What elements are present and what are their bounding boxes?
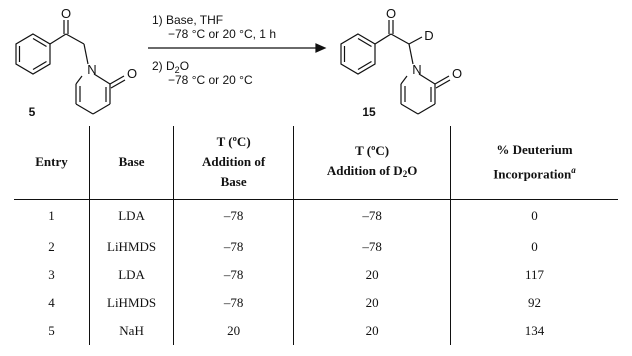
cell-deuterium-pct: 117 — [449, 261, 618, 289]
cell-temp-d2o: 20 — [293, 289, 451, 317]
cell-temp-d2o: –78 — [293, 199, 451, 233]
start-compound-label: 5 — [29, 105, 36, 119]
cell-temp-base: –78 — [173, 289, 294, 317]
cell-entry: 2 — [48, 239, 55, 254]
cell-temp-base: 20 — [173, 317, 294, 345]
cell-temp-base: –78 — [173, 233, 294, 261]
reaction-scheme-drawing: O N O 5 O D N O 15 1) Base, THF −78 °C o… — [15, 6, 462, 119]
header-base: Base — [89, 126, 174, 200]
cell-base: LDA — [89, 199, 174, 233]
product-pyridone-o: O — [452, 66, 462, 81]
cell-base: LDA — [89, 261, 174, 289]
cell-base: LiHMDS — [89, 233, 174, 261]
cell-base: LiHMDS — [89, 289, 174, 317]
cell-deuterium-pct: 0 — [449, 233, 618, 261]
header-temp-base: T (ºC) Addition of Base — [173, 126, 294, 200]
product-carbonyl-o: O — [386, 6, 396, 21]
start-n-atom: N — [87, 62, 96, 77]
cell-deuterium-pct: 0 — [449, 199, 618, 233]
deuterium-incorporation-table: Entry Base T (ºC) Addition of Base T (ºC… — [14, 126, 618, 345]
cell-entry: 4 — [48, 295, 55, 310]
start-benzene-ring — [15, 33, 51, 75]
start-pyridone-o: O — [127, 66, 137, 81]
cell-temp-d2o: 20 — [293, 317, 451, 345]
cell-temp-d2o: 20 — [293, 261, 451, 289]
condition-step-2-temp: −78 °C or 20 °C — [168, 73, 253, 87]
header-deuterium-incorporation: % Deuterium Incorporationa — [449, 126, 618, 200]
condition-step-1: 1) Base, THF — [152, 13, 223, 27]
start-carbonyl-o: O — [61, 6, 71, 21]
product-compound-label: 15 — [362, 105, 376, 119]
cell-temp-d2o: –78 — [293, 233, 451, 261]
product-benzene-ring — [340, 33, 376, 75]
condition-step-2: 2) D2O — [152, 59, 189, 75]
cell-entry: 5 — [48, 323, 55, 338]
header-entry: Entry — [14, 126, 90, 200]
reaction-scheme: O N O 5 O D N O 15 1) Base, THF −78 °C o… — [0, 0, 632, 126]
cell-deuterium-pct: 134 — [449, 317, 618, 345]
product-deuterium-atom: D — [424, 28, 433, 43]
table-header-row: Entry Base T (ºC) Addition of Base T (ºC… — [14, 126, 618, 200]
cell-base: NaH — [89, 317, 174, 345]
cell-entry: 1 — [48, 208, 55, 224]
cell-temp-base: –78 — [173, 261, 294, 289]
cell-deuterium-pct: 92 — [449, 289, 618, 317]
product-n-atom: N — [412, 62, 421, 77]
cell-temp-base: –78 — [173, 199, 294, 233]
header-temp-d2o: T (ºC) Addition of D2O — [293, 126, 451, 200]
cell-entry: 3 — [48, 267, 55, 282]
condition-step-1-temp: −78 °C or 20 °C, 1 h — [168, 27, 276, 41]
